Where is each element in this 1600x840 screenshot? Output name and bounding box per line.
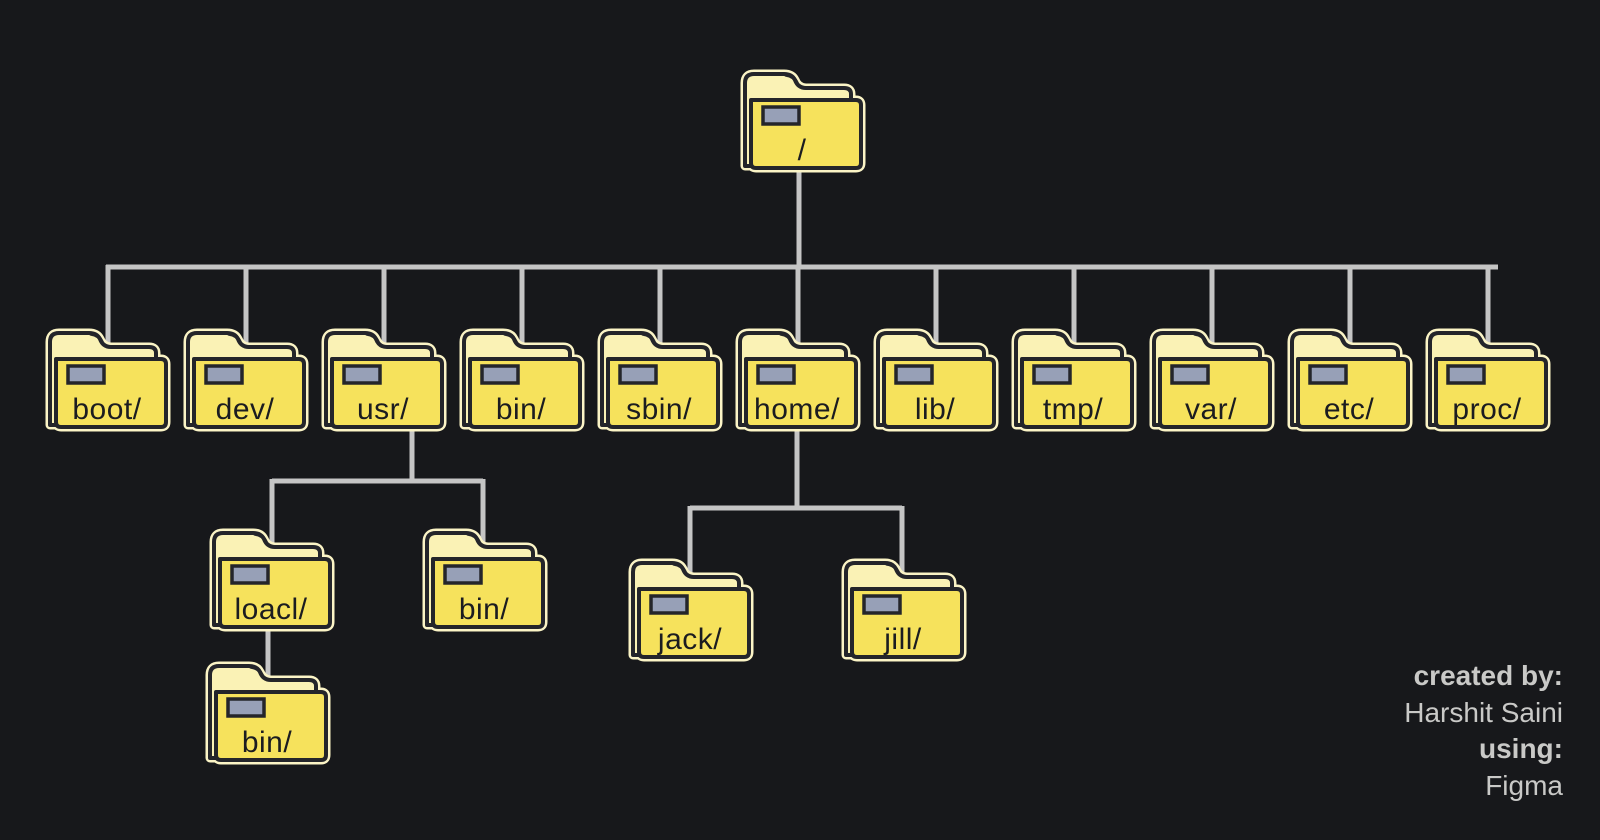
folder-label: sbin/ bbox=[626, 393, 692, 426]
folder-boot: boot/ bbox=[42, 325, 170, 431]
folder-root: / bbox=[737, 66, 865, 172]
folder-label: jack/ bbox=[657, 623, 723, 656]
folder-label: var/ bbox=[1184, 393, 1237, 426]
credits: created by: Harshit Saini using: Figma bbox=[1404, 658, 1563, 804]
folder-usr-bin: bin/ bbox=[419, 525, 547, 631]
folder-proc: proc/ bbox=[1422, 325, 1550, 431]
folder-label: loacl/ bbox=[234, 593, 308, 626]
folder-label: bin/ bbox=[458, 593, 510, 626]
folder-label: bin/ bbox=[495, 393, 547, 426]
folder-tmp: tmp/ bbox=[1008, 325, 1136, 431]
folder-usr: usr/ bbox=[318, 325, 446, 431]
folder-label: boot/ bbox=[72, 393, 142, 426]
folder-var: var/ bbox=[1146, 325, 1274, 431]
folder-etc: etc/ bbox=[1284, 325, 1412, 431]
folder-label: jill/ bbox=[884, 623, 922, 656]
folder-label: tmp/ bbox=[1042, 393, 1104, 426]
folder-dev: dev/ bbox=[180, 325, 308, 431]
credits-created-by-label: created by: bbox=[1413, 660, 1563, 691]
folder-label: home/ bbox=[754, 393, 840, 426]
folder-lib: lib/ bbox=[870, 325, 998, 431]
folder-usr-loacl: loacl/ bbox=[206, 525, 334, 631]
folder-label: / bbox=[797, 134, 807, 167]
folder-label: lib/ bbox=[914, 393, 956, 426]
folder-home: home/ bbox=[732, 325, 860, 431]
credits-author: Harshit Saini bbox=[1404, 696, 1563, 728]
folder-label: usr/ bbox=[356, 393, 409, 426]
folder-label: bin/ bbox=[241, 726, 293, 759]
folder-sbin: sbin/ bbox=[594, 325, 722, 431]
folder-label: dev/ bbox=[215, 393, 275, 426]
folder-loacl-bin: bin/ bbox=[202, 658, 330, 764]
folder-label: proc/ bbox=[1452, 393, 1522, 426]
credits-using-label: using: bbox=[1479, 733, 1563, 764]
folder-home-jack: jack/ bbox=[625, 555, 753, 661]
credits-tool: Figma bbox=[1485, 769, 1563, 801]
folder-home-jill: jill/ bbox=[838, 555, 966, 661]
folder-label: etc/ bbox=[1323, 393, 1375, 426]
folder-bin: bin/ bbox=[456, 325, 584, 431]
